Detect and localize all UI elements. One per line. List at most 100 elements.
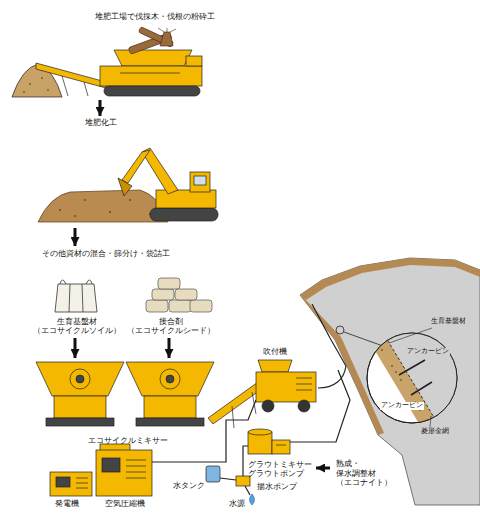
excavator xyxy=(190,172,210,192)
sack-stack xyxy=(175,289,197,300)
crusher-machine xyxy=(114,50,192,66)
equipment-label: 発電機 xyxy=(54,499,80,508)
generator xyxy=(50,472,92,496)
generator xyxy=(76,483,88,484)
mixer-machine xyxy=(160,369,180,389)
water-tank xyxy=(206,466,220,482)
slope-hill xyxy=(300,258,480,505)
spray-machine xyxy=(296,390,312,391)
flow-arrow xyxy=(74,228,77,246)
part-label: アンカーピン xyxy=(380,402,424,410)
compost-pile xyxy=(129,199,131,201)
conditioner-material: 熟成・保水調整材 （エコナイト） xyxy=(330,458,410,489)
spray-machine-unit: 吹付機 xyxy=(245,345,325,415)
mixer-unit: エコサイクルミキサー xyxy=(30,358,225,448)
air-compressor xyxy=(126,466,146,467)
stage-caption: 堆肥工場で伐採木・伐根の粉砕工 xyxy=(95,12,215,22)
hose-line xyxy=(312,304,346,388)
crusher-machine xyxy=(120,73,180,74)
stage-caption: エコサイクルミキサー xyxy=(88,436,168,446)
mixer-machine xyxy=(70,369,90,389)
mixer-machine xyxy=(36,362,124,396)
compost-pile xyxy=(59,199,151,217)
hose-line xyxy=(245,486,250,495)
felled-logs xyxy=(160,32,173,46)
slope-detail-inset xyxy=(411,382,432,395)
excavator xyxy=(142,148,178,194)
flexible-container-bag xyxy=(55,284,97,312)
excavator xyxy=(156,190,216,208)
stage-caption: その他資材の混合・篩分け・袋詰工 xyxy=(42,249,170,259)
sack-stack xyxy=(152,289,174,300)
spray-machine xyxy=(296,378,312,379)
slope-detail-inset xyxy=(367,333,457,423)
connector-group xyxy=(75,100,330,468)
stage-caption: 生育基盤材 （エコサイクルソイル） xyxy=(33,317,121,337)
slope-detail-inset xyxy=(381,349,429,421)
mixer-machine xyxy=(126,362,214,396)
belt-conveyor xyxy=(232,406,234,428)
air-compressor xyxy=(126,478,146,479)
mixing-stage: その他資材の混合・篩分け・袋詰工 xyxy=(38,246,228,264)
sack-stack xyxy=(158,278,180,289)
composting-stage: 堆肥化工 xyxy=(30,116,225,228)
felled-logs xyxy=(128,27,176,55)
sack-stack xyxy=(146,300,168,312)
belt-conveyor xyxy=(252,392,256,414)
grout-machine xyxy=(248,429,272,435)
slope-detail-inset xyxy=(371,330,470,432)
stage-caption: 接合剤 （エコサイクルシード） xyxy=(127,317,215,337)
stage-caption: 堆肥化工 xyxy=(85,118,117,128)
generator xyxy=(56,477,70,487)
crusher-machine xyxy=(62,76,68,96)
flexible-container-bag xyxy=(60,280,92,312)
inset-leader xyxy=(344,332,383,346)
crushing-stage: 堆肥工場で伐採木・伐根の粉砕工 xyxy=(15,10,219,100)
crusher-machine xyxy=(47,89,49,91)
slope-detail-inset xyxy=(367,328,470,432)
excavator xyxy=(122,150,150,183)
mixer-machine xyxy=(144,396,196,418)
air-compressor xyxy=(96,450,152,496)
crusher-machine xyxy=(100,66,202,86)
slope-detail-inset xyxy=(399,360,425,375)
mixer-machine xyxy=(46,418,114,426)
crusher-machine xyxy=(12,50,202,97)
mixer-machine xyxy=(166,375,174,383)
flow-arrow xyxy=(168,338,171,358)
felled-logs xyxy=(158,28,176,32)
grout-machine xyxy=(248,429,290,454)
water-tank xyxy=(206,466,220,482)
equipment-label: 水タンク xyxy=(172,481,206,490)
excavator xyxy=(194,176,206,185)
mixer-machine xyxy=(54,396,106,418)
sack-stack xyxy=(190,300,212,312)
air-compressor xyxy=(126,460,146,461)
sack-stack xyxy=(146,278,212,312)
slope-detail-inset xyxy=(430,416,431,427)
compost-pile xyxy=(38,190,168,222)
slope-detail-inset xyxy=(389,328,432,343)
slope-hill xyxy=(300,258,480,300)
air-compressor xyxy=(96,444,152,496)
part-label: アンカーピン xyxy=(406,348,450,356)
slope-detail-inset xyxy=(381,349,383,351)
compost-pile xyxy=(109,211,111,213)
flow-arrow xyxy=(74,338,77,358)
flexible-container-bag xyxy=(55,280,97,312)
spray-machine xyxy=(256,360,316,412)
air-compressor xyxy=(102,458,120,472)
air-compressor xyxy=(126,472,146,473)
crusher-machine xyxy=(36,63,106,88)
compost-pile xyxy=(74,215,76,217)
mixer-machine xyxy=(136,418,204,426)
felled-logs xyxy=(138,27,173,48)
slope-detail-inset xyxy=(395,371,397,373)
mixer-machine xyxy=(36,362,214,426)
stage-caption: 吹付機 xyxy=(263,347,287,357)
compost-pile xyxy=(38,190,168,222)
